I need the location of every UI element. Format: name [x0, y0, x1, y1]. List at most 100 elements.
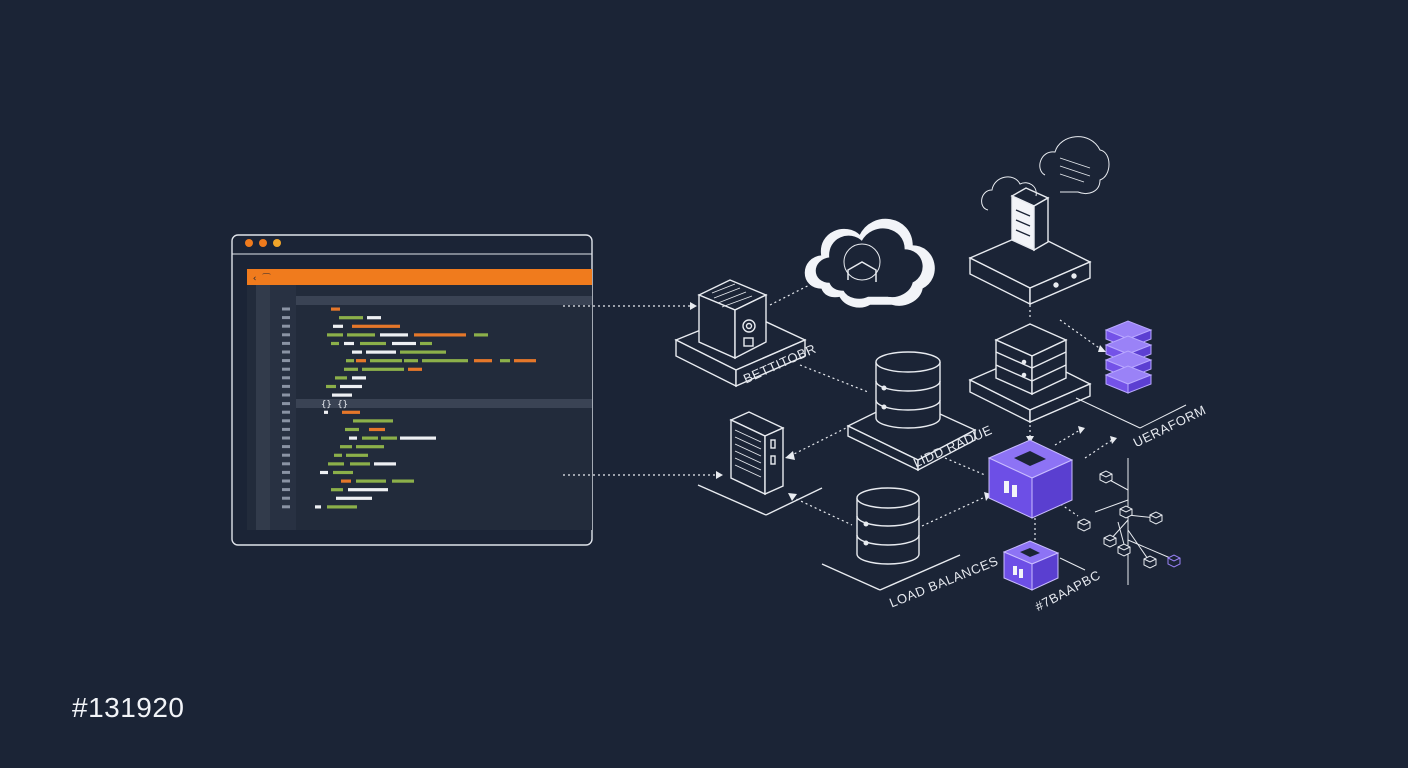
- code-brace-glyph: {} {}: [321, 400, 348, 410]
- code-token: [370, 359, 402, 363]
- code-token: [335, 376, 347, 380]
- line-number: [282, 410, 290, 414]
- cloud-icon: [804, 218, 935, 308]
- code-token: [367, 316, 381, 320]
- line-number: [282, 367, 290, 371]
- purple-stack-icon: [1075, 320, 1187, 429]
- line-number: [282, 333, 290, 337]
- code-token: [400, 350, 446, 354]
- line-number: [282, 324, 290, 328]
- code-token: [348, 488, 388, 492]
- code-token: [332, 393, 352, 397]
- line-number: [282, 384, 290, 388]
- tree-node-edge: [1149, 514, 1163, 519]
- code-token: [324, 410, 328, 414]
- editor-title-bar: [247, 269, 592, 285]
- window-dots-icon: [245, 239, 281, 247]
- line-number: [282, 496, 290, 500]
- tree-node-edge: [1143, 558, 1157, 563]
- code-token: [346, 453, 368, 457]
- code-token: [380, 333, 408, 337]
- line-number: [282, 419, 290, 423]
- code-token: [353, 419, 393, 423]
- code-token: [474, 333, 488, 337]
- line-number: [282, 393, 290, 397]
- editor-tab-glyph: ‹ ⁀: [252, 272, 271, 284]
- code-token: [356, 445, 384, 449]
- code-token: [331, 307, 340, 311]
- purple-cube-icon: [987, 439, 1074, 519]
- line-number: [282, 307, 290, 311]
- code-token: [362, 436, 378, 440]
- code-token: [352, 350, 362, 354]
- line-number: [282, 402, 290, 406]
- code-token: [408, 367, 422, 371]
- code-token: [349, 436, 357, 440]
- code-token: [331, 488, 343, 492]
- line-number: [282, 470, 290, 474]
- line-number: [282, 359, 290, 363]
- tree-node-edge: [1103, 537, 1117, 542]
- code-lines: [282, 307, 536, 509]
- code-editor-window: ‹ ⁀ {} {}: [231, 234, 593, 546]
- code-token: [320, 470, 328, 475]
- code-token: [474, 359, 492, 363]
- guide-lines: [1059, 557, 1086, 571]
- code-token: [327, 333, 343, 337]
- code-token: [333, 324, 343, 328]
- line-number: [282, 479, 290, 483]
- code-token: [352, 324, 400, 328]
- code-token: [328, 462, 344, 466]
- code-token: [345, 427, 359, 432]
- purple-stack-layer: [1127, 374, 1152, 394]
- line-number: [282, 445, 290, 449]
- code-token: [366, 350, 396, 354]
- code-token: [346, 359, 354, 363]
- code-token: [400, 436, 436, 440]
- code-token: [350, 462, 370, 466]
- network-tree-icon: [1077, 458, 1181, 585]
- code-token: [334, 453, 342, 457]
- code-token: [420, 341, 432, 346]
- code-token: [360, 341, 386, 346]
- code-token: [356, 479, 386, 483]
- code-token: [327, 505, 357, 509]
- tree-node-edge: [1077, 521, 1091, 526]
- connectors: [563, 267, 1117, 545]
- code-token: [374, 462, 396, 466]
- line-number: [282, 505, 290, 509]
- code-token: [340, 384, 362, 389]
- small-purple-cube-icon: [1002, 540, 1060, 591]
- corner-color-label: #131920: [72, 692, 185, 723]
- code-token: [347, 333, 375, 337]
- code-token: [340, 445, 352, 449]
- tree-node-edge: [1099, 473, 1113, 478]
- line-number: [282, 341, 290, 345]
- line-number: [282, 316, 290, 320]
- line-number: [282, 453, 290, 457]
- code-token: [381, 436, 397, 440]
- load-balancer-database-icon: [821, 487, 961, 591]
- line-number: [282, 436, 290, 440]
- code-token: [500, 359, 510, 363]
- code-token: [339, 316, 363, 320]
- code-token: [344, 341, 354, 346]
- code-token: [331, 341, 339, 346]
- stacked-servers-icon: [968, 323, 1092, 424]
- code-token: [392, 341, 416, 346]
- line-number: [282, 376, 290, 380]
- line-number: [282, 427, 290, 431]
- code-token: [342, 410, 360, 414]
- line-number: [282, 488, 290, 492]
- code-token: [336, 496, 372, 500]
- code-token: [344, 367, 358, 371]
- editor-gutter: [256, 285, 270, 530]
- code-token: [369, 427, 385, 432]
- server-rack-icon: [697, 411, 823, 516]
- code-token: [392, 479, 414, 483]
- database-icon: [846, 351, 977, 472]
- tree-node-edge: [1167, 557, 1181, 562]
- code-token: [404, 359, 418, 363]
- code-token: [333, 470, 353, 475]
